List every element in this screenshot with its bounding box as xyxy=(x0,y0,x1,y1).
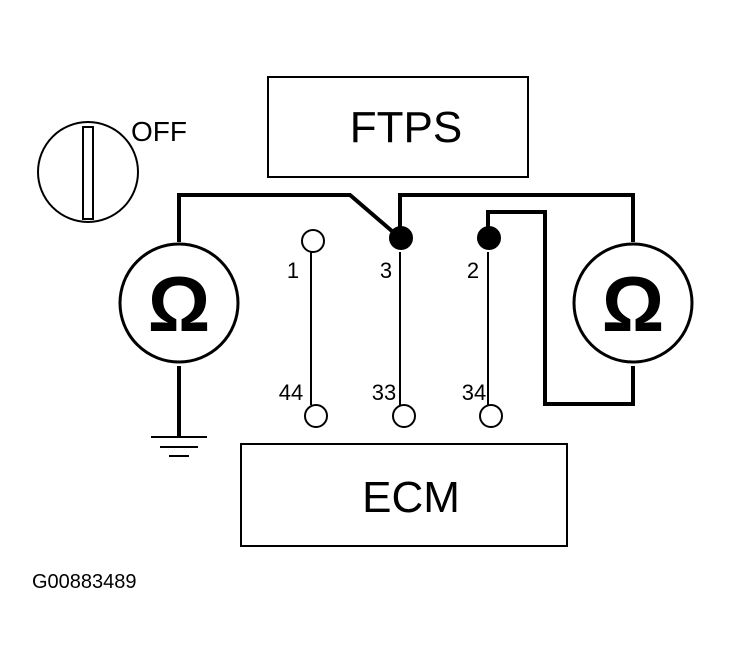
wire-left-meter-to-pin-3 xyxy=(177,193,402,242)
ecm-pin-33 xyxy=(392,404,416,428)
figure-id: G00883489 xyxy=(32,571,137,593)
right-ohmmeter: Ω xyxy=(572,242,694,364)
ftps-pin-1 xyxy=(301,229,325,253)
wire-pin-3-to-right-meter xyxy=(398,193,635,242)
ecm-pins: 44 33 34 xyxy=(279,380,503,428)
ignition-switch: OFF xyxy=(37,116,187,223)
ecm-pin-44 xyxy=(304,404,328,428)
ecm-box xyxy=(240,443,568,547)
ftps-component: FTPS xyxy=(267,76,529,178)
ecm-pin-34 xyxy=(479,404,503,428)
ecm-pin-label-44: 44 xyxy=(279,380,303,405)
ftps-pin-2 xyxy=(477,226,501,250)
ohmmeter-icon xyxy=(572,242,694,364)
right-ohm-symbol: Ω xyxy=(602,260,665,348)
ftps-pin-label-1: 1 xyxy=(287,258,299,283)
left-ohmmeter: Ω xyxy=(118,242,240,364)
ecm-pin-label-34: 34 xyxy=(462,380,486,405)
ohmmeter-icon xyxy=(118,242,240,364)
wire-pin-2-to-right-meter xyxy=(486,210,635,406)
ecm-component: ECM xyxy=(240,443,568,547)
ftps-pin-label-3: 3 xyxy=(380,258,392,283)
ecm-label: ECM xyxy=(362,473,460,522)
ftps-label: FTPS xyxy=(350,103,462,152)
ground-icon xyxy=(151,436,207,457)
ftps-pins: 1 3 2 xyxy=(287,226,501,283)
ecm-pin-label-33: 33 xyxy=(372,380,396,405)
wiring xyxy=(177,193,635,436)
ftps-pin-3 xyxy=(389,226,413,250)
ignition-state-label: OFF xyxy=(131,116,187,147)
test-leads xyxy=(310,252,489,405)
ftps-box xyxy=(267,76,529,178)
left-ohm-symbol: Ω xyxy=(148,260,211,348)
ftps-pin-label-2: 2 xyxy=(467,258,479,283)
key-slot xyxy=(82,126,94,220)
